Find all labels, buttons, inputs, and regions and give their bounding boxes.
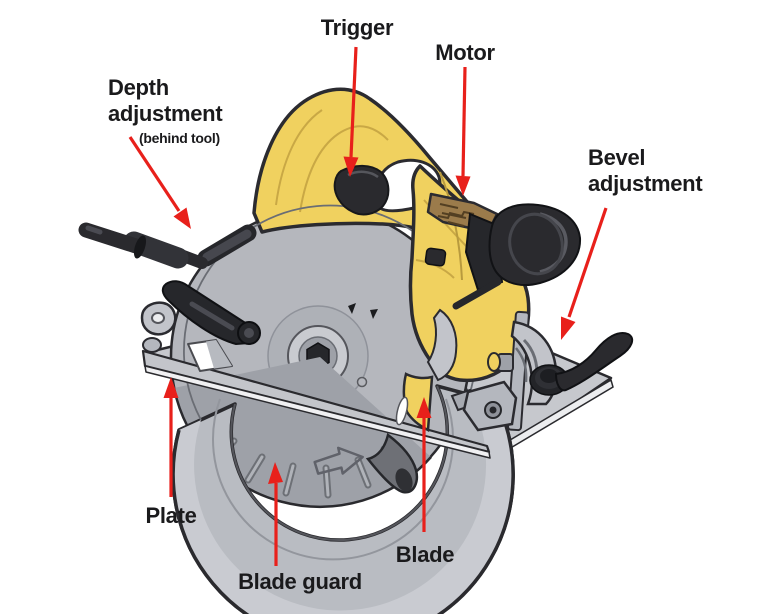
blade-guard-arrow — [268, 462, 283, 566]
label-blade-guard: Blade guard — [238, 569, 362, 594]
label-plate: Plate — [145, 503, 197, 528]
label-trigger: Trigger — [320, 15, 394, 40]
rear-knob — [452, 203, 582, 310]
label-bevel-line2: adjustment — [588, 171, 703, 196]
label-depth-note: (behind tool) — [139, 130, 220, 146]
depth-adjustment-arrow — [128, 136, 191, 229]
label-motor: Motor — [435, 40, 495, 65]
bevel-lever — [554, 332, 634, 392]
guard-slot — [197, 224, 257, 267]
motor-arrow — [455, 66, 471, 196]
power-cord — [78, 222, 208, 269]
bevel-adjustment-arrow — [561, 207, 608, 340]
motor-housing — [408, 164, 531, 383]
rotation-arrow-mark — [313, 446, 364, 475]
plate-arrow — [163, 377, 179, 497]
plate-front-edge — [141, 339, 491, 459]
label-depth-adjustment: Depth adjustment (behind tool) — [108, 75, 223, 146]
label-depth-line2: adjustment — [108, 101, 223, 126]
blade-arrow — [416, 397, 432, 532]
depth-adjustment-lever — [140, 280, 261, 353]
trigger-arrow — [343, 46, 359, 177]
label-depth-line1: Depth — [108, 75, 169, 100]
label-bevel-line1: Bevel — [588, 145, 646, 170]
label-blade: Blade — [395, 542, 455, 567]
bevel-adjustment-assembly — [450, 310, 634, 432]
label-bevel-adjustment: Bevel adjustment — [588, 145, 703, 197]
